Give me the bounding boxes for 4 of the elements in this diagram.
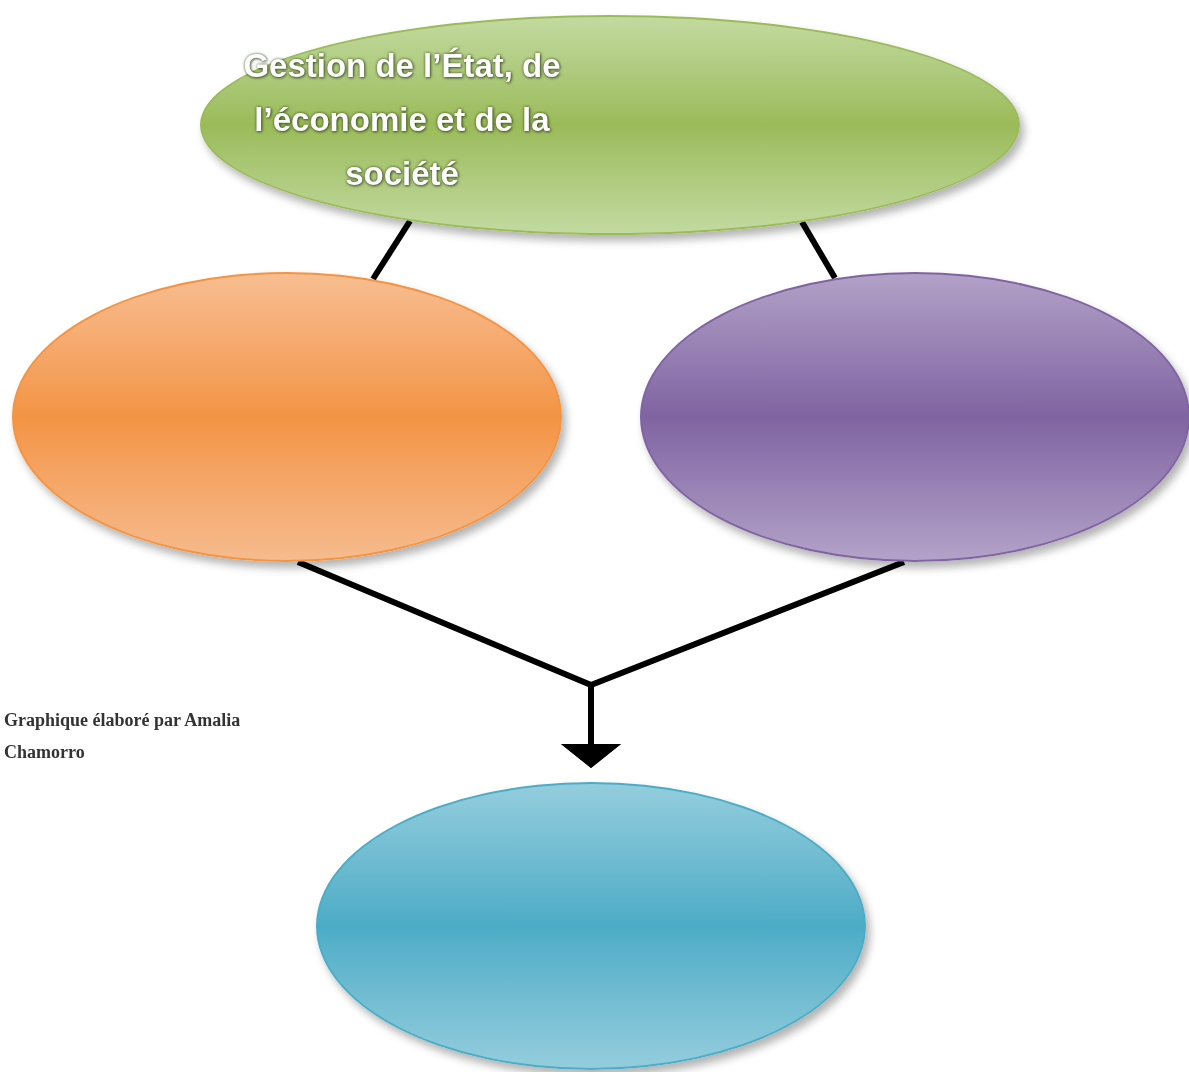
connector-line — [561, 559, 906, 768]
connector-line — [799, 220, 838, 280]
connector-line — [370, 219, 413, 281]
credit-note: Graphique élaboré par Amalia Chamorro — [4, 709, 242, 764]
